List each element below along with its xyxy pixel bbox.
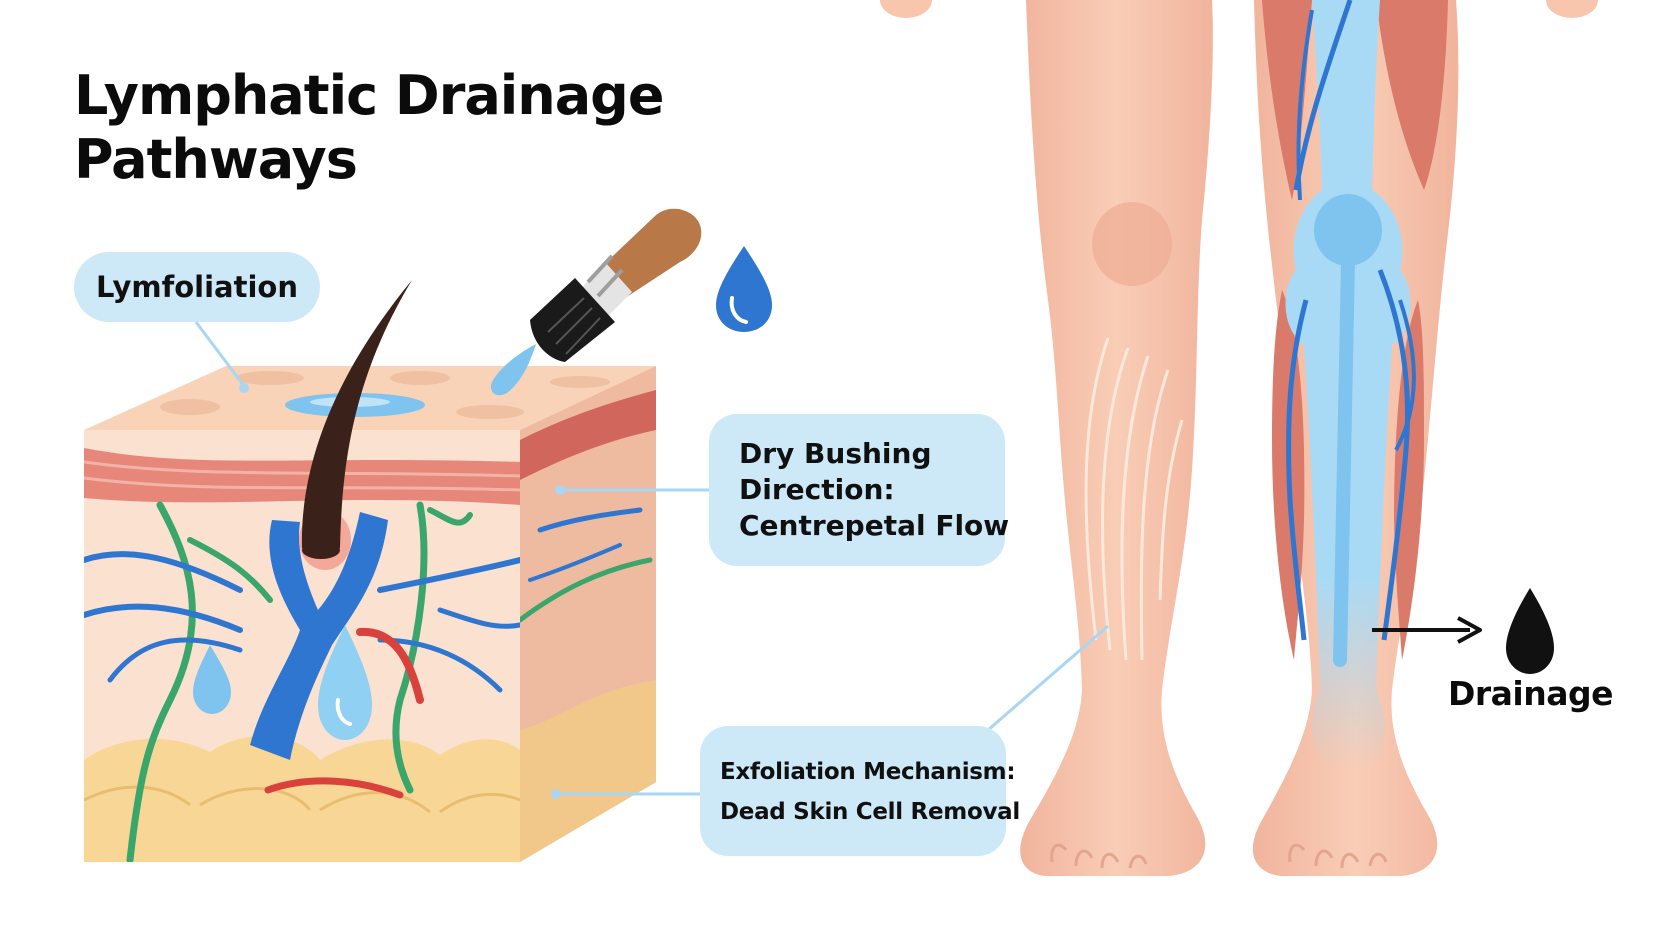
blood-vessel-green <box>126 501 196 862</box>
knee-lymph-node <box>1314 194 1382 266</box>
hair-shaft <box>301 280 412 548</box>
callout-lymfoliation-label: Lymfoliation <box>96 270 298 304</box>
fluid-drop-large <box>318 625 372 740</box>
left-leg <box>1020 0 1213 876</box>
thigh-muscle <box>1262 0 1312 200</box>
callout-dry-brushing: Dry Bushing Direction: Centrepetal Flow <box>709 414 1010 566</box>
leader-line-leg <box>987 624 1109 732</box>
legs-illustration <box>880 0 1598 876</box>
capillary-red <box>356 627 424 704</box>
title-line-1: Lymphatic Drainage <box>74 64 664 127</box>
leader-line-lymfoliation <box>194 321 246 387</box>
drainage-label: Drainage <box>1448 674 1614 713</box>
callout-lymfoliation: Lymfoliation <box>74 252 320 322</box>
paintbrush-icon <box>530 208 702 362</box>
callout-exfoliation-line-2: Dead Skin Cell Removal <box>720 799 1020 825</box>
skin-cross-section <box>84 280 656 862</box>
fat-layer <box>84 735 520 862</box>
epidermis-layer <box>84 448 520 505</box>
callout-brushing-line-2: Direction: <box>739 473 895 506</box>
left-knee <box>1092 202 1172 286</box>
epidermis-side <box>520 390 656 480</box>
black-drop-icon <box>1506 588 1554 674</box>
lymph-vessel-main <box>250 512 388 760</box>
page-title: Lymphatic Drainage Pathways <box>74 64 734 192</box>
fluid-drop <box>193 645 231 714</box>
callout-brushing-line-1: Dry Bushing <box>739 437 932 470</box>
water-drop-icon <box>716 246 772 332</box>
callout-exfoliation-line-1: Exfoliation Mechanism: <box>720 759 1016 785</box>
callout-brushing-line-3: Centrepetal Flow <box>739 509 1010 542</box>
callout-exfoliation: Exfoliation Mechanism: Dead Skin Cell Re… <box>700 726 1020 856</box>
brush-water-drop <box>490 344 536 396</box>
title-line-2: Pathways <box>74 128 358 191</box>
